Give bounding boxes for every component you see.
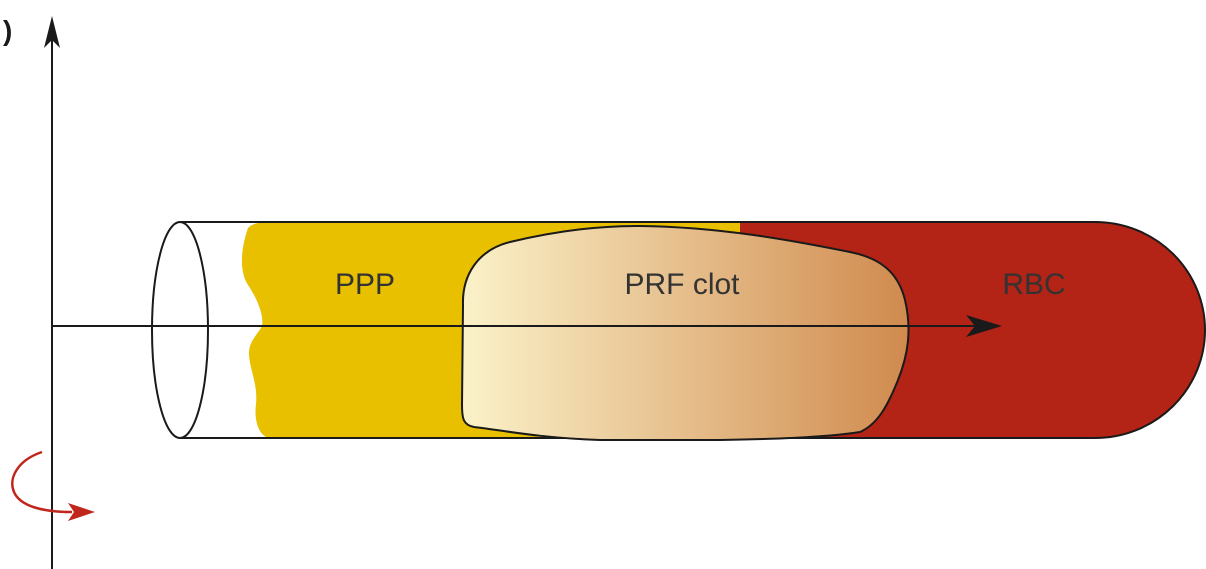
prf-clot-zone xyxy=(460,224,910,441)
ppp-label: PPP xyxy=(335,268,395,301)
corner-label: ) xyxy=(3,15,12,46)
horizontal-axis xyxy=(52,315,1002,337)
prf-clot-label: PRF clot xyxy=(624,268,740,301)
vertical-axis xyxy=(44,16,60,569)
arrow-right-icon xyxy=(966,315,1002,337)
arrow-up-icon xyxy=(44,16,60,48)
tube-outline xyxy=(180,221,1206,439)
rotation-arrow-icon xyxy=(11,450,95,521)
rbc-label: RBC xyxy=(1002,268,1065,301)
tube-opening xyxy=(151,221,209,439)
